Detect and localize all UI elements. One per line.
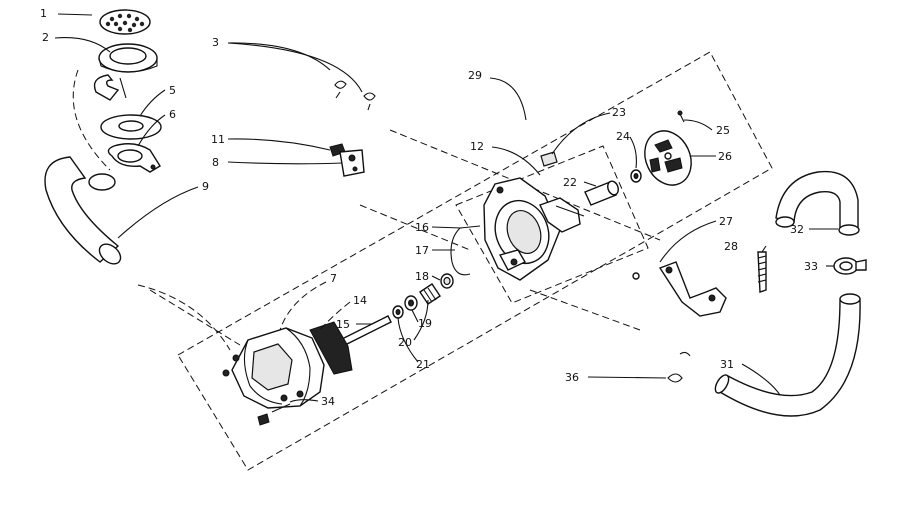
callout-labels: 1 2 3 5 6 11 8 9 7 14 15 34 16 17 18 19 … — [40, 7, 818, 408]
part-19-seal — [404, 295, 418, 311]
callout-19: 19 — [418, 317, 432, 330]
part-22-pin — [584, 180, 619, 206]
part-28-screw — [757, 251, 767, 293]
part-2-cap — [98, 43, 158, 73]
part-23-block — [540, 151, 558, 167]
part-6-gasket — [107, 143, 161, 173]
assembly-centerline — [149, 129, 661, 346]
callout-27: 27 — [719, 215, 733, 228]
callout-21: 21 — [416, 358, 430, 371]
callout-34: 34 — [321, 395, 335, 408]
callout-5: 5 — [169, 84, 176, 97]
part-20-spring — [419, 283, 441, 305]
callout-9: 9 — [202, 180, 209, 193]
callout-25: 25 — [716, 124, 730, 137]
part-7-motor-housing — [222, 327, 325, 409]
part-32-elbow-hose — [775, 170, 860, 236]
leader-lines — [54, 13, 838, 403]
callout-36: 36 — [565, 371, 579, 384]
callout-17: 17 — [415, 244, 429, 257]
part-2-hose — [93, 74, 127, 101]
part-1-filter-disc — [99, 9, 151, 35]
callout-28: 28 — [724, 240, 738, 253]
housing-frame — [455, 145, 649, 304]
part-34-screws — [257, 403, 291, 426]
part-12-pump-housing — [483, 177, 585, 281]
callout-33: 33 — [804, 260, 818, 273]
part-25-screw — [677, 110, 685, 123]
callout-20: 20 — [398, 336, 412, 349]
callout-15: 15 — [336, 318, 350, 331]
callout-8: 8 — [212, 156, 219, 169]
callout-26: 26 — [718, 150, 732, 163]
part-18-bushing — [440, 273, 454, 289]
callout-23: 23 — [612, 106, 626, 119]
part-26-impeller — [644, 130, 692, 186]
part-14-lever — [309, 321, 353, 375]
callout-6: 6 — [169, 108, 176, 121]
part-31-hose — [714, 293, 861, 417]
callout-2: 2 — [42, 31, 49, 44]
callout-31: 31 — [720, 358, 734, 371]
callout-24: 24 — [616, 130, 630, 143]
part-27-bracket — [632, 261, 727, 317]
callout-29: 29 — [468, 69, 482, 82]
callout-1: 1 — [40, 7, 47, 20]
callout-18: 18 — [415, 270, 429, 283]
part-17-spring-clip — [450, 225, 481, 276]
hose-routing-line — [72, 69, 111, 171]
part-21-washer — [392, 305, 404, 319]
callout-32: 32 — [790, 223, 804, 236]
callout-22: 22 — [563, 176, 577, 189]
part-36-clip — [667, 351, 691, 383]
callout-16: 16 — [415, 221, 429, 234]
callout-14: 14 — [353, 294, 367, 307]
part-33-clamp — [833, 257, 867, 275]
part-3-clips — [334, 80, 376, 111]
part-24-washer — [630, 169, 642, 183]
callout-11: 11 — [211, 133, 225, 146]
assembly-frame — [177, 51, 773, 471]
callout-7: 7 — [330, 272, 337, 285]
callout-3: 3 — [212, 36, 219, 49]
part-8-bracket — [339, 149, 365, 177]
callout-12: 12 — [470, 140, 484, 153]
part-9-hose — [44, 156, 122, 265]
